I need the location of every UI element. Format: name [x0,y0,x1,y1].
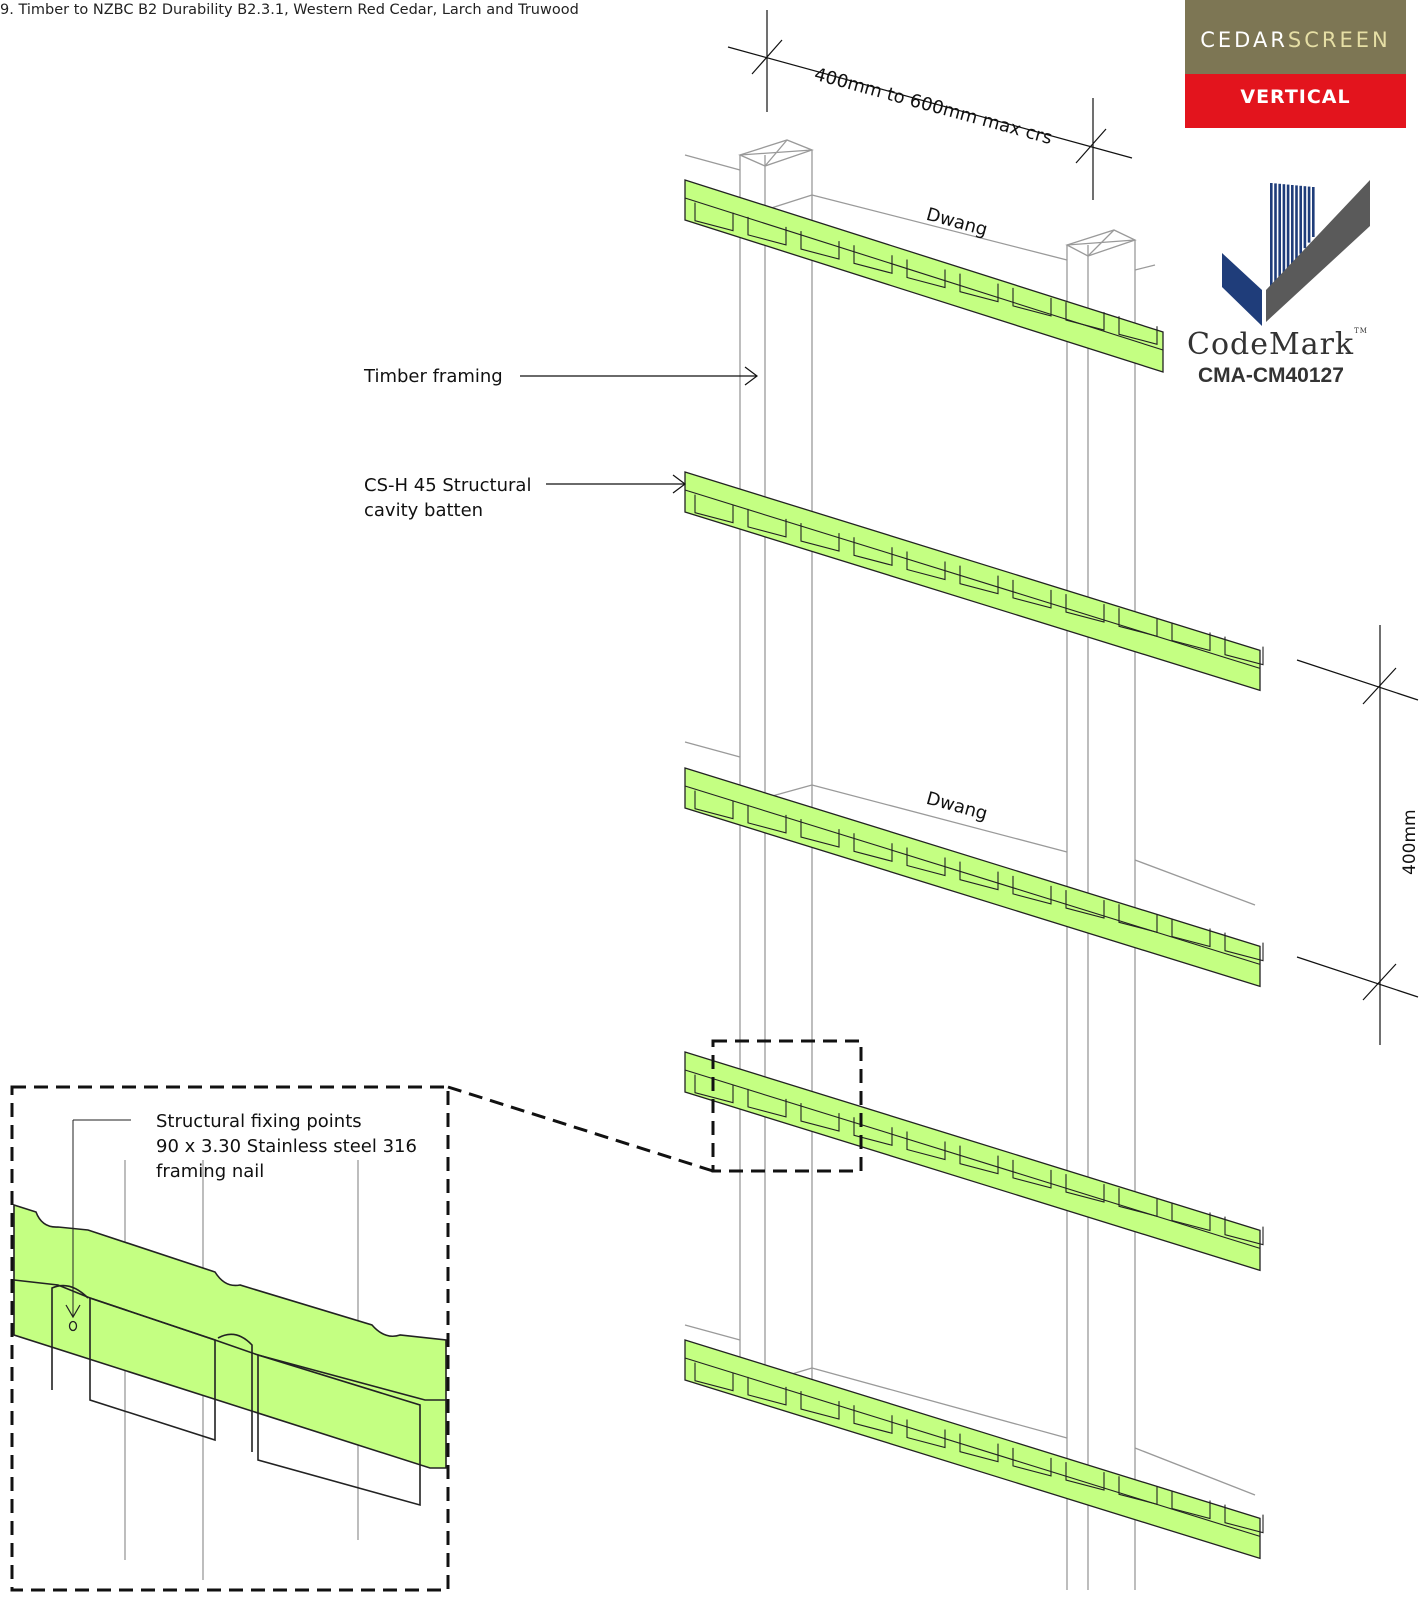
logo-wordmark: CEDARSCREEN [1200,28,1391,52]
codemark-logo-symbol [1222,180,1370,326]
batten-detail-zoom [13,1119,447,1580]
cavity-batten [684,179,1164,373]
fixing-label-line2: 90 x 3.30 Stainless steel 316 [156,1136,417,1157]
cedarscreen-logo: CEDARSCREEN VERTICAL [1185,0,1406,128]
leader-arrows [520,366,758,494]
logo-top-band [1185,0,1406,74]
timber-framing-label: Timber framing [364,366,503,387]
fixing-label-line3: framing nail [156,1161,265,1182]
detail-callout [10,1039,863,1592]
batten-label-line2: cavity batten [364,500,484,521]
cavity-batten [684,1339,1264,1560]
cavity-batten [684,767,1264,988]
codemark-code: CMA-CM40127 [1198,364,1344,387]
dimension-lines [727,10,1419,1045]
cavity-batten [684,1051,1264,1272]
cavity-batten [684,471,1264,692]
codemark-wordmark: CodeMarkTM [1187,327,1368,362]
batten-label-line1: CS-H 45 Structural [364,475,532,496]
batten-group [684,179,1264,1560]
spacing-label-vertical: 400mm [1400,809,1420,875]
fixing-label-line1: Structural fixing points [156,1111,362,1132]
logo-subtitle: VERTICAL [1240,86,1351,108]
durability-note: 9. Timber to NZBC B2 Durability B2.3.1, … [0,2,579,18]
logo-bottom-band [1185,74,1406,128]
